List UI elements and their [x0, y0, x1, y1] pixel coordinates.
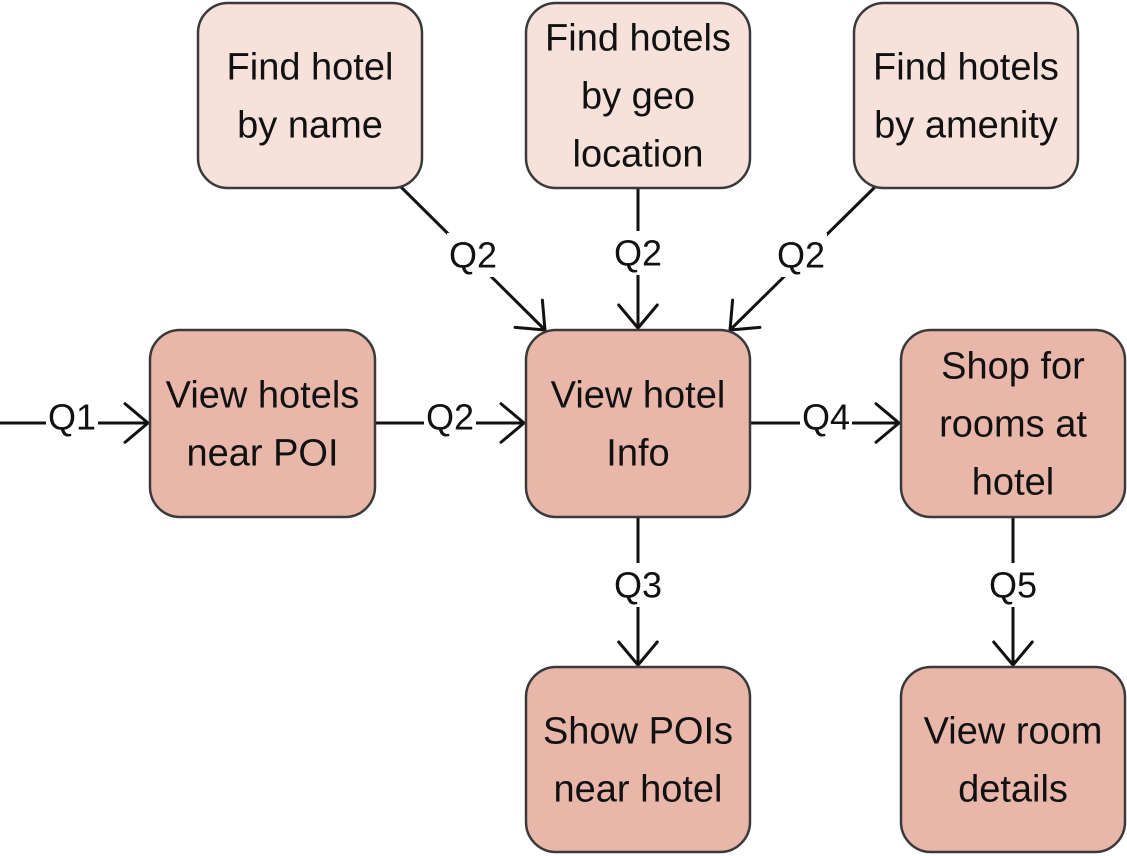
arrowhead-icon [123, 402, 150, 444]
arrowhead-icon [499, 402, 526, 444]
node-view-room-details: View room details [899, 665, 1127, 854]
node-label-line: Show POIs [543, 711, 733, 753]
edge-label: Q2 [426, 397, 474, 438]
node-label-line: by geo [581, 76, 695, 118]
node-label-line: details [958, 769, 1068, 811]
node-box [524, 328, 752, 519]
node-box [196, 1, 424, 190]
node-label-line: near hotel [553, 769, 722, 811]
arrowhead-icon [874, 402, 901, 444]
arrowhead-icon [513, 298, 547, 332]
node-box [524, 1, 752, 190]
edge-name-q2: Q2 [398, 184, 547, 332]
edge-label: Q3 [614, 565, 662, 606]
node-label-line: by name [237, 105, 383, 147]
edge-label: Q2 [614, 233, 662, 274]
edge-geo-q2: Q2 [612, 188, 664, 330]
edge-label-mask [447, 233, 499, 277]
edge-amenity-q2: Q2 [728, 184, 878, 332]
node-find-hotels-by-amenity: Find hotels by amenity [852, 1, 1080, 190]
node-label-line: rooms at [939, 404, 1087, 446]
edge-poi-q2: Q2 [375, 395, 526, 444]
edge-label-mask [612, 231, 664, 275]
edge-shop-q5: Q5 [987, 517, 1039, 667]
node-label-line: Find hotels [545, 18, 731, 60]
node-label-line: Find hotel [227, 47, 394, 89]
edge-label-mask [987, 563, 1039, 607]
node-label-line: Shop for [941, 346, 1085, 388]
edge-label-mask [46, 395, 98, 439]
node-label-line: near POI [186, 433, 338, 475]
node-box [852, 1, 1080, 190]
edge-label: Q2 [449, 235, 497, 276]
node-box [899, 328, 1127, 519]
node-show-pois-near-hotel: Show POIs near hotel [524, 665, 752, 854]
node-label-line: Find hotels [873, 47, 1059, 89]
node-box [899, 665, 1127, 854]
node-label-line: Info [606, 433, 669, 475]
node-shop-for-rooms-at-hotel: Shop for rooms at hotel [899, 328, 1127, 519]
node-label-line: View hotel [551, 375, 726, 417]
arrowhead-icon [992, 640, 1034, 667]
edge-info-q3: Q3 [612, 517, 664, 667]
edge-label: Q2 [777, 235, 825, 276]
node-find-hotels-by-geo-location: Find hotels by geo location [524, 1, 752, 190]
edge-label: Q5 [989, 565, 1037, 606]
node-label-line: hotel [972, 462, 1054, 504]
node-find-hotel-by-name: Find hotel by name [196, 1, 424, 190]
node-label-line: View room [924, 711, 1103, 753]
node-label-line: View hotels [166, 375, 360, 417]
arrowhead-icon [617, 640, 659, 667]
node-box [148, 328, 377, 519]
edge-info-q4: Q4 [750, 395, 901, 444]
edge-label-mask [800, 395, 852, 439]
edge-label-mask [424, 395, 476, 439]
nodes-layer: Find hotel by name Find hotels by geo locati… [148, 1, 1127, 854]
edge-label: Q4 [802, 397, 850, 438]
arrowhead-icon [617, 303, 659, 330]
edge-label-mask [775, 233, 827, 277]
edge-label: Q1 [48, 397, 96, 438]
arrowhead-icon [728, 298, 762, 332]
node-box [524, 665, 752, 854]
node-label-line: by amenity [874, 105, 1058, 147]
node-label-line: location [573, 134, 704, 176]
node-view-hotels-near-poi: View hotels near POI [148, 328, 377, 519]
edge-entry-q1: Q1 [0, 395, 150, 444]
edge-label-mask [612, 563, 664, 607]
